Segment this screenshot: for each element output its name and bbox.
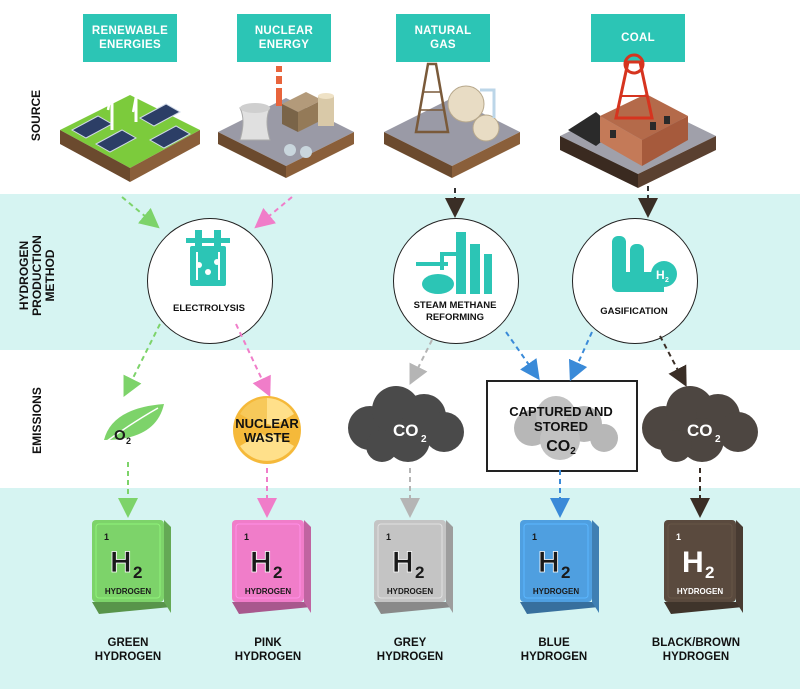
tile-front-face — [232, 520, 304, 602]
label-black-brown-hydrogen: BLACK/BROWN HYDROGEN — [651, 637, 741, 663]
tile-symbol: H — [682, 546, 704, 579]
gasification-h2-badge: H — [656, 268, 665, 282]
gasification-icon: H 2 — [612, 236, 677, 292]
method-label-steam-methane: STEAM METHANE REFORMING — [413, 300, 497, 323]
tile-side-face — [304, 520, 311, 613]
tile-atomic-number: 1 — [244, 532, 249, 542]
tile-subscript: 2 — [273, 563, 282, 582]
captured-co2-cloud — [514, 396, 618, 460]
tile-inner-border — [95, 523, 161, 599]
tile-side-face — [164, 520, 171, 613]
tile-front-face — [664, 520, 736, 602]
tile-front-face — [520, 520, 592, 602]
tile-inner-border — [523, 523, 589, 599]
arrow-gasification-to-captured — [568, 331, 593, 382]
source-tag-renewable: RENEWABLE ENERGIES — [83, 14, 177, 62]
arrow-nuclear-to-electrolysis — [254, 196, 293, 229]
tile-symbol: H — [110, 546, 132, 579]
tile-bottom-face — [374, 602, 453, 614]
captured-stored-label: CAPTURED AND STORED — [509, 404, 613, 434]
arrow-electrolysis-to-oxygen — [123, 323, 161, 397]
tile-side-face — [592, 520, 599, 613]
nuclear-energy-icon — [218, 66, 354, 178]
tile-bottom-face — [232, 602, 311, 614]
label-pink-hydrogen: PINK HYDROGEN — [234, 637, 302, 663]
svg-text:2: 2 — [665, 277, 669, 284]
renewable-energy-icon — [60, 71, 200, 182]
arrow-steam-to-grey-co2 — [409, 339, 433, 385]
tile-element-name: HYDROGEN — [245, 587, 291, 596]
tile-side-face — [736, 520, 743, 613]
co2-cloud-grey: CO 2 — [348, 386, 464, 462]
tile-symbol: H — [250, 546, 272, 579]
arrow-renewable-to-electrolysis — [121, 196, 160, 229]
tile-bottom-face — [520, 602, 599, 614]
tile-subscript: 2 — [705, 563, 714, 582]
tile-atomic-number: 1 — [104, 532, 109, 542]
svg-text:2: 2 — [715, 434, 721, 445]
tile-element-name: HYDROGEN — [533, 587, 579, 596]
tile-front-face — [92, 520, 164, 602]
tile-element-name: HYDROGEN — [105, 587, 151, 596]
tile-symbol: H — [538, 546, 560, 579]
captured-co2-label: CO2 — [546, 438, 576, 457]
tile-element-name: HYDROGEN — [387, 587, 433, 596]
source-tag-coal: COAL — [591, 14, 685, 62]
co2-label-grey: CO — [393, 421, 419, 440]
steam-methane-reforming-icon — [416, 232, 492, 294]
nuclear-waste-label: NUCLEAR WASTE — [235, 416, 299, 445]
method-label-electrolysis: ELECTROLYSIS — [173, 303, 245, 314]
tile-inner-border — [235, 523, 301, 599]
coal-mine-icon — [560, 53, 716, 188]
co2-label-dark: CO — [687, 421, 713, 440]
tile-atomic-number: 1 — [676, 532, 681, 542]
nuclear-waste-icon — [233, 396, 301, 464]
tile-inner-border — [377, 523, 443, 599]
svg-text:2: 2 — [421, 434, 427, 445]
label-blue-hydrogen: BLUE HYDROGEN — [520, 637, 588, 663]
tile-element-name: HYDROGEN — [677, 587, 723, 596]
method-label-gasification: GASIFICATION — [600, 306, 668, 317]
tile-bottom-face — [664, 602, 743, 614]
tile-subscript: 2 — [561, 563, 570, 582]
label-grey-hydrogen: GREY HYDROGEN — [376, 637, 444, 663]
source-tag-natural-gas: NATURAL GAS — [396, 14, 490, 62]
tile-front-face — [374, 520, 446, 602]
natural-gas-icon — [384, 62, 520, 178]
electrolysis-icon — [186, 230, 230, 286]
oxygen-label: O — [114, 427, 126, 444]
tile-side-face — [446, 520, 453, 613]
arrow-electrolysis-to-nuclear-waste — [235, 323, 271, 398]
source-tag-nuclear: NUCLEAR ENERGY — [237, 14, 331, 62]
arrow-gasification-to-black-co2 — [659, 335, 687, 387]
tile-atomic-number: 1 — [386, 532, 391, 542]
tile-symbol: H — [392, 546, 414, 579]
svg-text:2: 2 — [126, 436, 131, 446]
tile-bottom-face — [92, 602, 171, 614]
co2-cloud-dark: CO 2 — [642, 386, 758, 462]
tile-atomic-number: 1 — [532, 532, 537, 542]
oxygen-leaf-icon: O 2 — [99, 404, 164, 447]
tile-inner-border — [667, 523, 733, 599]
tile-subscript: 2 — [415, 563, 424, 582]
arrow-steam-to-captured — [505, 331, 540, 381]
tile-subscript: 2 — [133, 563, 142, 582]
label-green-hydrogen: GREEN HYDROGEN — [94, 637, 162, 663]
